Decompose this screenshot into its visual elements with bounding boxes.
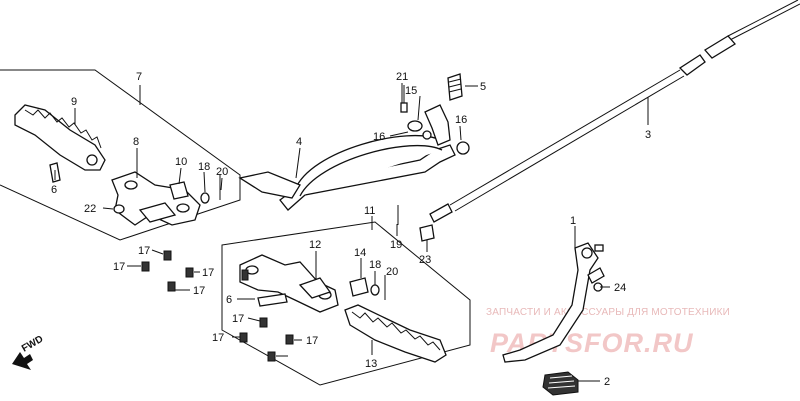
- callout-2: 2: [604, 376, 610, 388]
- callout-21: 21: [396, 71, 408, 83]
- callout-20-left: 20: [216, 166, 228, 178]
- right-footpeg: [344, 304, 447, 363]
- callout-17-c: 17: [202, 267, 214, 279]
- group-outline-right-step: [221, 221, 471, 386]
- brake-rod: [429, 0, 800, 223]
- callout-1: 1: [570, 215, 576, 227]
- callout-7: 7: [136, 71, 142, 83]
- callout-4: 4: [296, 136, 302, 148]
- left-footpeg: [14, 104, 106, 171]
- callout-10: 10: [175, 156, 187, 168]
- callout-14: 14: [354, 247, 366, 259]
- brake-pedal: [502, 242, 605, 363]
- linkage-parts: [400, 73, 470, 155]
- callout-17-d: 17: [193, 285, 205, 297]
- callout-18-right: 18: [369, 259, 381, 271]
- callout-17-b: 17: [113, 261, 125, 273]
- callout-20-right: 20: [386, 266, 398, 278]
- callout-11: 11: [364, 205, 375, 217]
- right-hardware: [349, 205, 603, 300]
- callout-16-right: 16: [455, 114, 467, 126]
- callout-18-left: 18: [198, 161, 210, 173]
- step-holder-bar: [238, 134, 456, 211]
- callout-6-right: 6: [226, 294, 232, 306]
- watermark-tagline: ЗАПЧАСТИ И АКСЕССУАРЫ ДЛЯ МОТОТЕХНИКИ: [486, 307, 730, 318]
- leader-lines: [54, 83, 649, 382]
- callout-5: 5: [480, 81, 486, 93]
- fwd-direction-marker: FWD: [12, 334, 45, 370]
- callout-3: 3: [645, 129, 651, 141]
- callout-19: 19: [390, 239, 402, 251]
- fwd-label: FWD: [20, 334, 45, 355]
- callout-17-f: 17: [212, 332, 224, 344]
- callout-23: 23: [419, 254, 431, 266]
- callout-labels: 7 9 8 10 18 20 6 22 17 17 17 17 4 21 15 …: [51, 71, 651, 388]
- callout-17-g: 17: [306, 335, 318, 347]
- right-step-bracket: [239, 254, 339, 313]
- group-outline-left-step: [0, 69, 241, 241]
- fwd-arrow-icon: [12, 352, 33, 370]
- callout-13: 13: [365, 358, 377, 370]
- callout-6-left: 6: [51, 184, 57, 196]
- bolts: [141, 250, 294, 362]
- callout-24: 24: [614, 282, 626, 294]
- callout-12: 12: [309, 239, 321, 251]
- callout-17-e: 17: [232, 313, 244, 325]
- left-step-bracket: [111, 171, 201, 226]
- callout-8: 8: [133, 136, 139, 148]
- callout-16-left: 16: [373, 131, 385, 143]
- callout-9: 9: [71, 96, 77, 108]
- callout-15: 15: [405, 85, 417, 97]
- callout-22: 22: [84, 203, 96, 215]
- pedal-rubber: [542, 371, 579, 396]
- callout-17-a: 17: [138, 245, 150, 257]
